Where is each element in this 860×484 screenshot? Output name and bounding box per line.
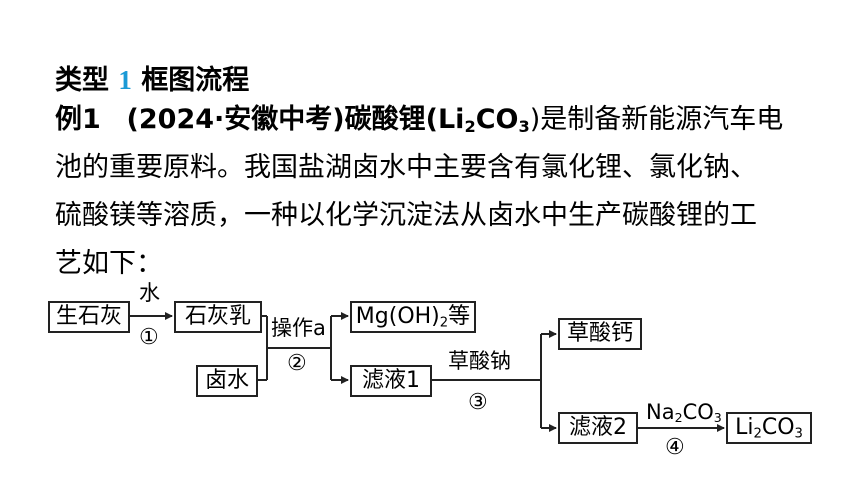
step-2-marker: ② [287, 351, 307, 376]
na2co3-text-b: CO [682, 400, 714, 424]
subscript: 2 [464, 117, 476, 137]
li2co3-text-b: CO [761, 415, 795, 440]
question-line-4: 艺如下： [55, 248, 163, 279]
question-text-1a: 碳酸锂(Li [344, 104, 465, 135]
subscript: 3 [794, 426, 803, 442]
heading-prefix: 类型 [55, 65, 109, 96]
subscript: 2 [674, 410, 683, 426]
subscript: 3 [518, 117, 530, 137]
label-na2co3: Na2CO3 [646, 400, 722, 424]
question-text-1b: CO [475, 104, 519, 135]
subscript: 3 [713, 410, 722, 426]
box-li2co3: Li2CO3 [726, 412, 812, 444]
step-1-marker: ① [139, 325, 159, 350]
subscript: 2 [753, 426, 762, 442]
box-quicklime: 生石灰 [48, 301, 130, 333]
question-label: 例1 [55, 104, 101, 135]
label-water: 水 [139, 281, 160, 305]
step-4-marker: ④ [665, 435, 685, 460]
step-3-marker: ③ [468, 390, 488, 415]
label-sodium-oxalate: 草酸钠 [448, 349, 511, 373]
heading-text: 框图流程 [141, 65, 250, 96]
box-calcium-oxalate: 草酸钙 [558, 318, 642, 350]
box-brine: 卤水 [196, 365, 258, 397]
mgoh2-text: Mg(OH) [355, 304, 440, 329]
question-line-3: 硫酸镁等溶质，一种以化学沉淀法从卤水中生产碳酸锂的工 [55, 200, 757, 231]
li2co3-text-a: Li [735, 415, 754, 440]
box-mgoh2: Mg(OH)2等 [350, 301, 476, 333]
box-lime-milk: 石灰乳 [174, 301, 262, 333]
box-filtrate-2: 滤液2 [558, 412, 638, 444]
section-heading: 类型 1 框图流程 [55, 58, 249, 97]
heading-number: 1 [118, 65, 132, 95]
question-line-1: 例1 (2024·安徽中考)碳酸锂(Li2CO3)是制备新能源汽车电 [55, 96, 815, 144]
box-filtrate-1: 滤液1 [350, 365, 432, 397]
question-line-2: 池的重要原料。我国盐湖卤水中主要含有氯化锂、氯化钠、 [55, 152, 757, 183]
question-text-1c: )是制备新能源汽车电 [529, 104, 784, 135]
na2co3-text-a: Na [646, 400, 675, 424]
label-operation-a: 操作a [271, 316, 326, 340]
mgoh2-suffix: 等 [448, 304, 471, 329]
subscript: 2 [439, 315, 449, 331]
question-source: (2024·安徽中考) [126, 104, 345, 135]
